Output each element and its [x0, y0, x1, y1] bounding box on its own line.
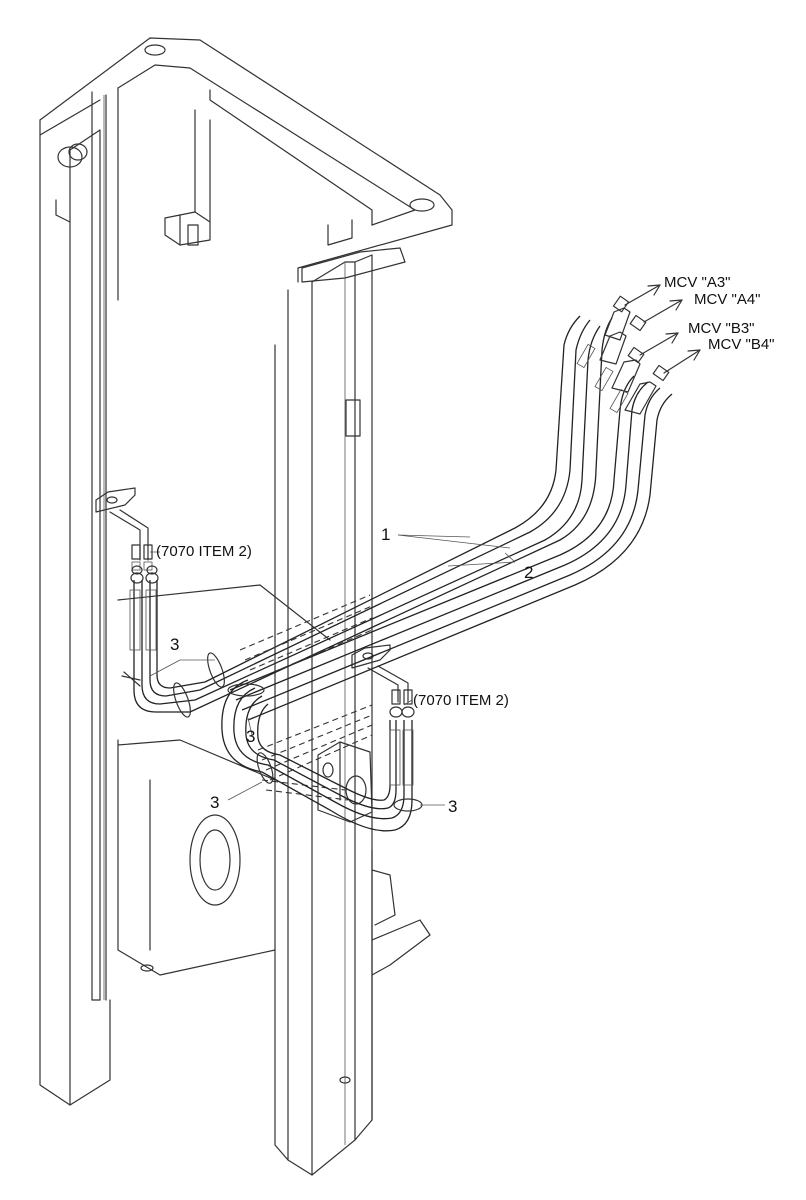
lower-carriage	[117, 584, 431, 1121]
upper-bracket	[164, 109, 353, 246]
right-mast-channel	[274, 254, 373, 1176]
mcv-arrows	[624, 284, 701, 374]
left-hose-bracket	[95, 487, 153, 571]
lower-hoses	[221, 679, 415, 832]
hose-clamps	[121, 652, 423, 812]
upper-crossmember	[39, 37, 453, 283]
label-ref-right: (7070 ITEM 2)	[413, 692, 509, 709]
callout-3-top: 3	[170, 635, 179, 654]
label-mcv-b3: MCV "B3"	[688, 320, 755, 337]
callout-2: 2	[524, 563, 533, 582]
callout-3-right: 3	[448, 797, 457, 816]
label-mcv-b4: MCV "B4"	[708, 336, 775, 353]
labels: MCV "A3" MCV "A4" MCV "B3" MCV "B4" (707…	[156, 274, 775, 816]
callout-leaders	[149, 534, 516, 806]
label-ref-left: (7070 ITEM 2)	[156, 543, 252, 560]
right-hose-bracket	[351, 644, 413, 705]
callout-1: 1	[381, 525, 390, 544]
label-mcv-a3: MCV "A3"	[664, 274, 731, 291]
hose-fittings	[576, 295, 670, 415]
label-mcv-a4: MCV "A4"	[694, 291, 761, 308]
left-mast-channel	[39, 87, 119, 1106]
callout-3-lower: 3	[210, 793, 219, 812]
hose-block	[317, 741, 373, 823]
callout-3-middle: 3	[246, 727, 255, 746]
main-hoses	[189, 315, 673, 721]
left-hoses	[129, 565, 206, 713]
